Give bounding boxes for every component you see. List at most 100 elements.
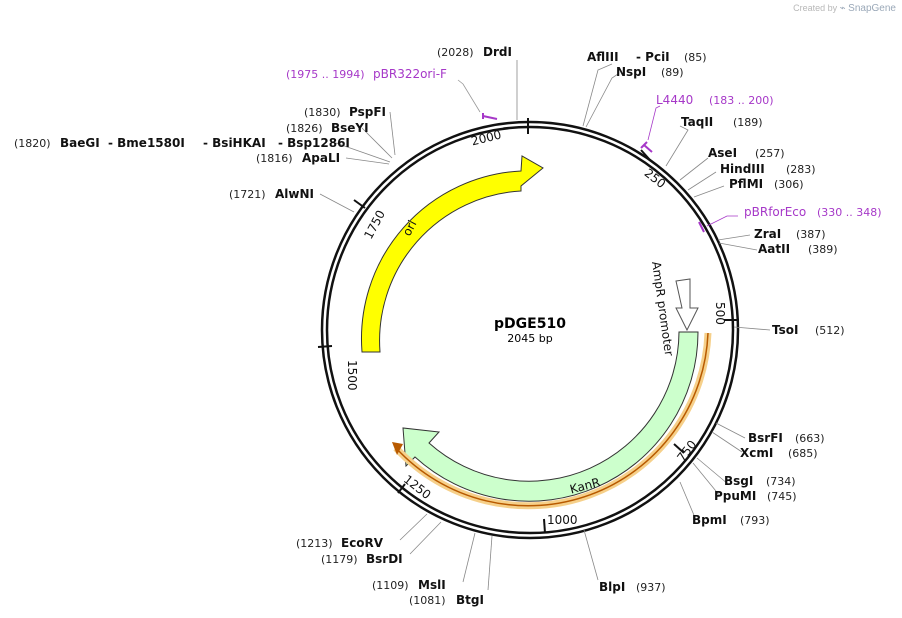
svg-text:(306): (306) xyxy=(774,178,804,191)
orf-arrow[interactable] xyxy=(392,332,712,510)
svg-text:(1826): (1826) xyxy=(286,122,323,135)
site-hindiii[interactable]: HindIII (283) xyxy=(720,162,816,176)
svg-text:(389): (389) xyxy=(808,243,838,256)
primer-name: pBRforEco xyxy=(744,205,806,219)
plasmid-size: 2045 bp xyxy=(507,332,552,345)
svg-text:AseI: AseI xyxy=(708,146,737,160)
site-nspi[interactable]: NspI (89) xyxy=(616,65,684,79)
site-asei[interactable]: AseI (257) xyxy=(708,146,785,160)
svg-text:(1081): (1081) xyxy=(409,594,446,607)
svg-text:(734): (734) xyxy=(766,475,796,488)
site-bsrfi[interactable]: BsrFI (663) xyxy=(748,431,825,445)
site-taqii[interactable]: TaqII (189) xyxy=(681,115,763,129)
svg-text:AlwNI: AlwNI xyxy=(275,187,314,201)
svg-text:(1109): (1109) xyxy=(372,579,409,592)
svg-text:(685): (685) xyxy=(788,447,818,460)
svg-text:EcoRV: EcoRV xyxy=(341,536,384,550)
svg-text:TsoI: TsoI xyxy=(772,323,798,337)
site-btgi[interactable]: (1081) BtgI xyxy=(409,593,484,607)
snapgene-name: SnapGene xyxy=(848,3,896,14)
svg-text:BpmI: BpmI xyxy=(692,513,727,527)
svg-text:(663): (663) xyxy=(795,432,825,445)
primer-range: (330 .. 348) xyxy=(817,206,882,219)
site-pflmi[interactable]: PflMI (306) xyxy=(729,177,804,191)
svg-text:ApaLI: ApaLI xyxy=(302,151,340,165)
svg-text:(1213): (1213) xyxy=(296,537,333,550)
primer-name: pBR322ori-F xyxy=(373,67,447,81)
svg-text:(1816): (1816) xyxy=(256,152,293,165)
tick-label-1000: 1000 xyxy=(547,513,578,527)
site-alwni[interactable]: (1721) AlwNI xyxy=(229,187,314,201)
svg-text:(1721): (1721) xyxy=(229,188,266,201)
primer-l4440[interactable]: L4440 (183 .. 200) xyxy=(640,93,774,153)
svg-text:(89): (89) xyxy=(661,66,684,79)
svg-text:(387): (387) xyxy=(796,228,826,241)
svg-text:MslI: MslI xyxy=(418,578,446,592)
svg-text:- Bsp1286I: - Bsp1286I xyxy=(278,136,350,150)
site-tsoi[interactable]: TsoI (512) xyxy=(772,323,845,337)
svg-text:(85): (85) xyxy=(684,51,707,64)
svg-text:(2028): (2028) xyxy=(437,46,474,59)
site-pspfi[interactable]: (1830) PspFI xyxy=(304,105,386,119)
feature-kanr[interactable]: KanR xyxy=(402,331,699,502)
site-bpmi[interactable]: BpmI (793) xyxy=(692,513,770,527)
site-zrai[interactable]: ZraI (387) xyxy=(754,227,826,241)
svg-text:NspI: NspI xyxy=(616,65,646,79)
svg-text:(257): (257) xyxy=(755,147,785,160)
site-bsgi[interactable]: BsgI (734) xyxy=(724,474,796,488)
svg-text:BsrDI: BsrDI xyxy=(366,552,403,566)
svg-text:(512): (512) xyxy=(815,324,845,337)
major-ticks xyxy=(317,118,738,534)
svg-text:XcmI: XcmI xyxy=(740,446,773,460)
site-xcmi[interactable]: XcmI (685) xyxy=(740,446,818,460)
svg-text:DrdI: DrdI xyxy=(483,45,512,59)
site-bsrdi[interactable]: (1179) BsrDI xyxy=(321,552,403,566)
primer-range: (183 .. 200) xyxy=(709,94,774,107)
site-bseyi[interactable]: (1826) BseYI xyxy=(286,121,369,135)
svg-text:(937): (937) xyxy=(636,581,666,594)
svg-text:PflMI: PflMI xyxy=(729,177,763,191)
plasmid-name: pDGE510 xyxy=(494,316,566,332)
svg-text:(745): (745) xyxy=(767,490,797,503)
site-ppumi[interactable]: PpuMI (745) xyxy=(714,489,797,503)
svg-text:- BsiHKAI: - BsiHKAI xyxy=(203,136,266,150)
primer-range: (1975 .. 1994) xyxy=(286,68,365,81)
tick-label-500: 500 xyxy=(713,302,727,325)
svg-text:AflIII: AflIII xyxy=(587,50,619,64)
svg-text:(1179): (1179) xyxy=(321,553,358,566)
svg-text:(793): (793) xyxy=(740,514,770,527)
svg-text:PspFI: PspFI xyxy=(349,105,386,119)
svg-text:- Bme1580I: - Bme1580I xyxy=(108,136,185,150)
site-drdi[interactable]: (2028) DrdI xyxy=(437,45,512,59)
svg-text:BsgI: BsgI xyxy=(724,474,753,488)
site-apali[interactable]: (1816) ApaLI xyxy=(256,151,340,165)
svg-text:TaqII: TaqII xyxy=(681,115,713,129)
svg-text:BtgI: BtgI xyxy=(456,593,484,607)
site-baegi-group[interactable]: (1820) BaeGI - Bme1580I - BsiHKAI - Bsp1… xyxy=(14,136,350,150)
tick-label-1500: 1500 xyxy=(345,360,359,391)
backbone xyxy=(320,120,740,540)
site-aatii[interactable]: AatII (389) xyxy=(758,242,838,256)
site-blpi[interactable]: BlpI (937) xyxy=(599,580,666,594)
site-msli[interactable]: (1109) MslI xyxy=(372,578,446,592)
svg-text:(189): (189) xyxy=(733,116,763,129)
svg-text:- PciI: - PciI xyxy=(636,50,670,64)
svg-text:(1820): (1820) xyxy=(14,137,51,150)
site-ecorv[interactable]: (1213) EcoRV xyxy=(296,536,384,550)
svg-text:BseYI: BseYI xyxy=(331,121,369,135)
feature-label-ori: ori xyxy=(400,218,420,238)
site-leader-lines xyxy=(319,60,771,591)
primer-name: L4440 xyxy=(656,93,693,107)
primer-pbrforeco[interactable]: pBRforEco (330 .. 348) xyxy=(698,205,882,233)
feature-label-ampr-promoter: AmpR promoter xyxy=(649,260,676,356)
feature-ori[interactable]: ori xyxy=(360,155,544,353)
tick-label-750: 750 xyxy=(674,438,699,465)
created-by-text: Created by xyxy=(793,3,838,13)
svg-text:(1830): (1830) xyxy=(304,106,341,119)
primer-pbr322ori-f[interactable]: (1975 .. 1994) pBR322ori-F xyxy=(286,67,498,120)
svg-text:AatII: AatII xyxy=(758,242,790,256)
snapgene-branding: Created by ⌁ SnapGene xyxy=(793,3,896,14)
site-afliii-pcii[interactable]: AflIII - PciI (85) xyxy=(587,50,707,64)
svg-text:(283): (283) xyxy=(786,163,816,176)
